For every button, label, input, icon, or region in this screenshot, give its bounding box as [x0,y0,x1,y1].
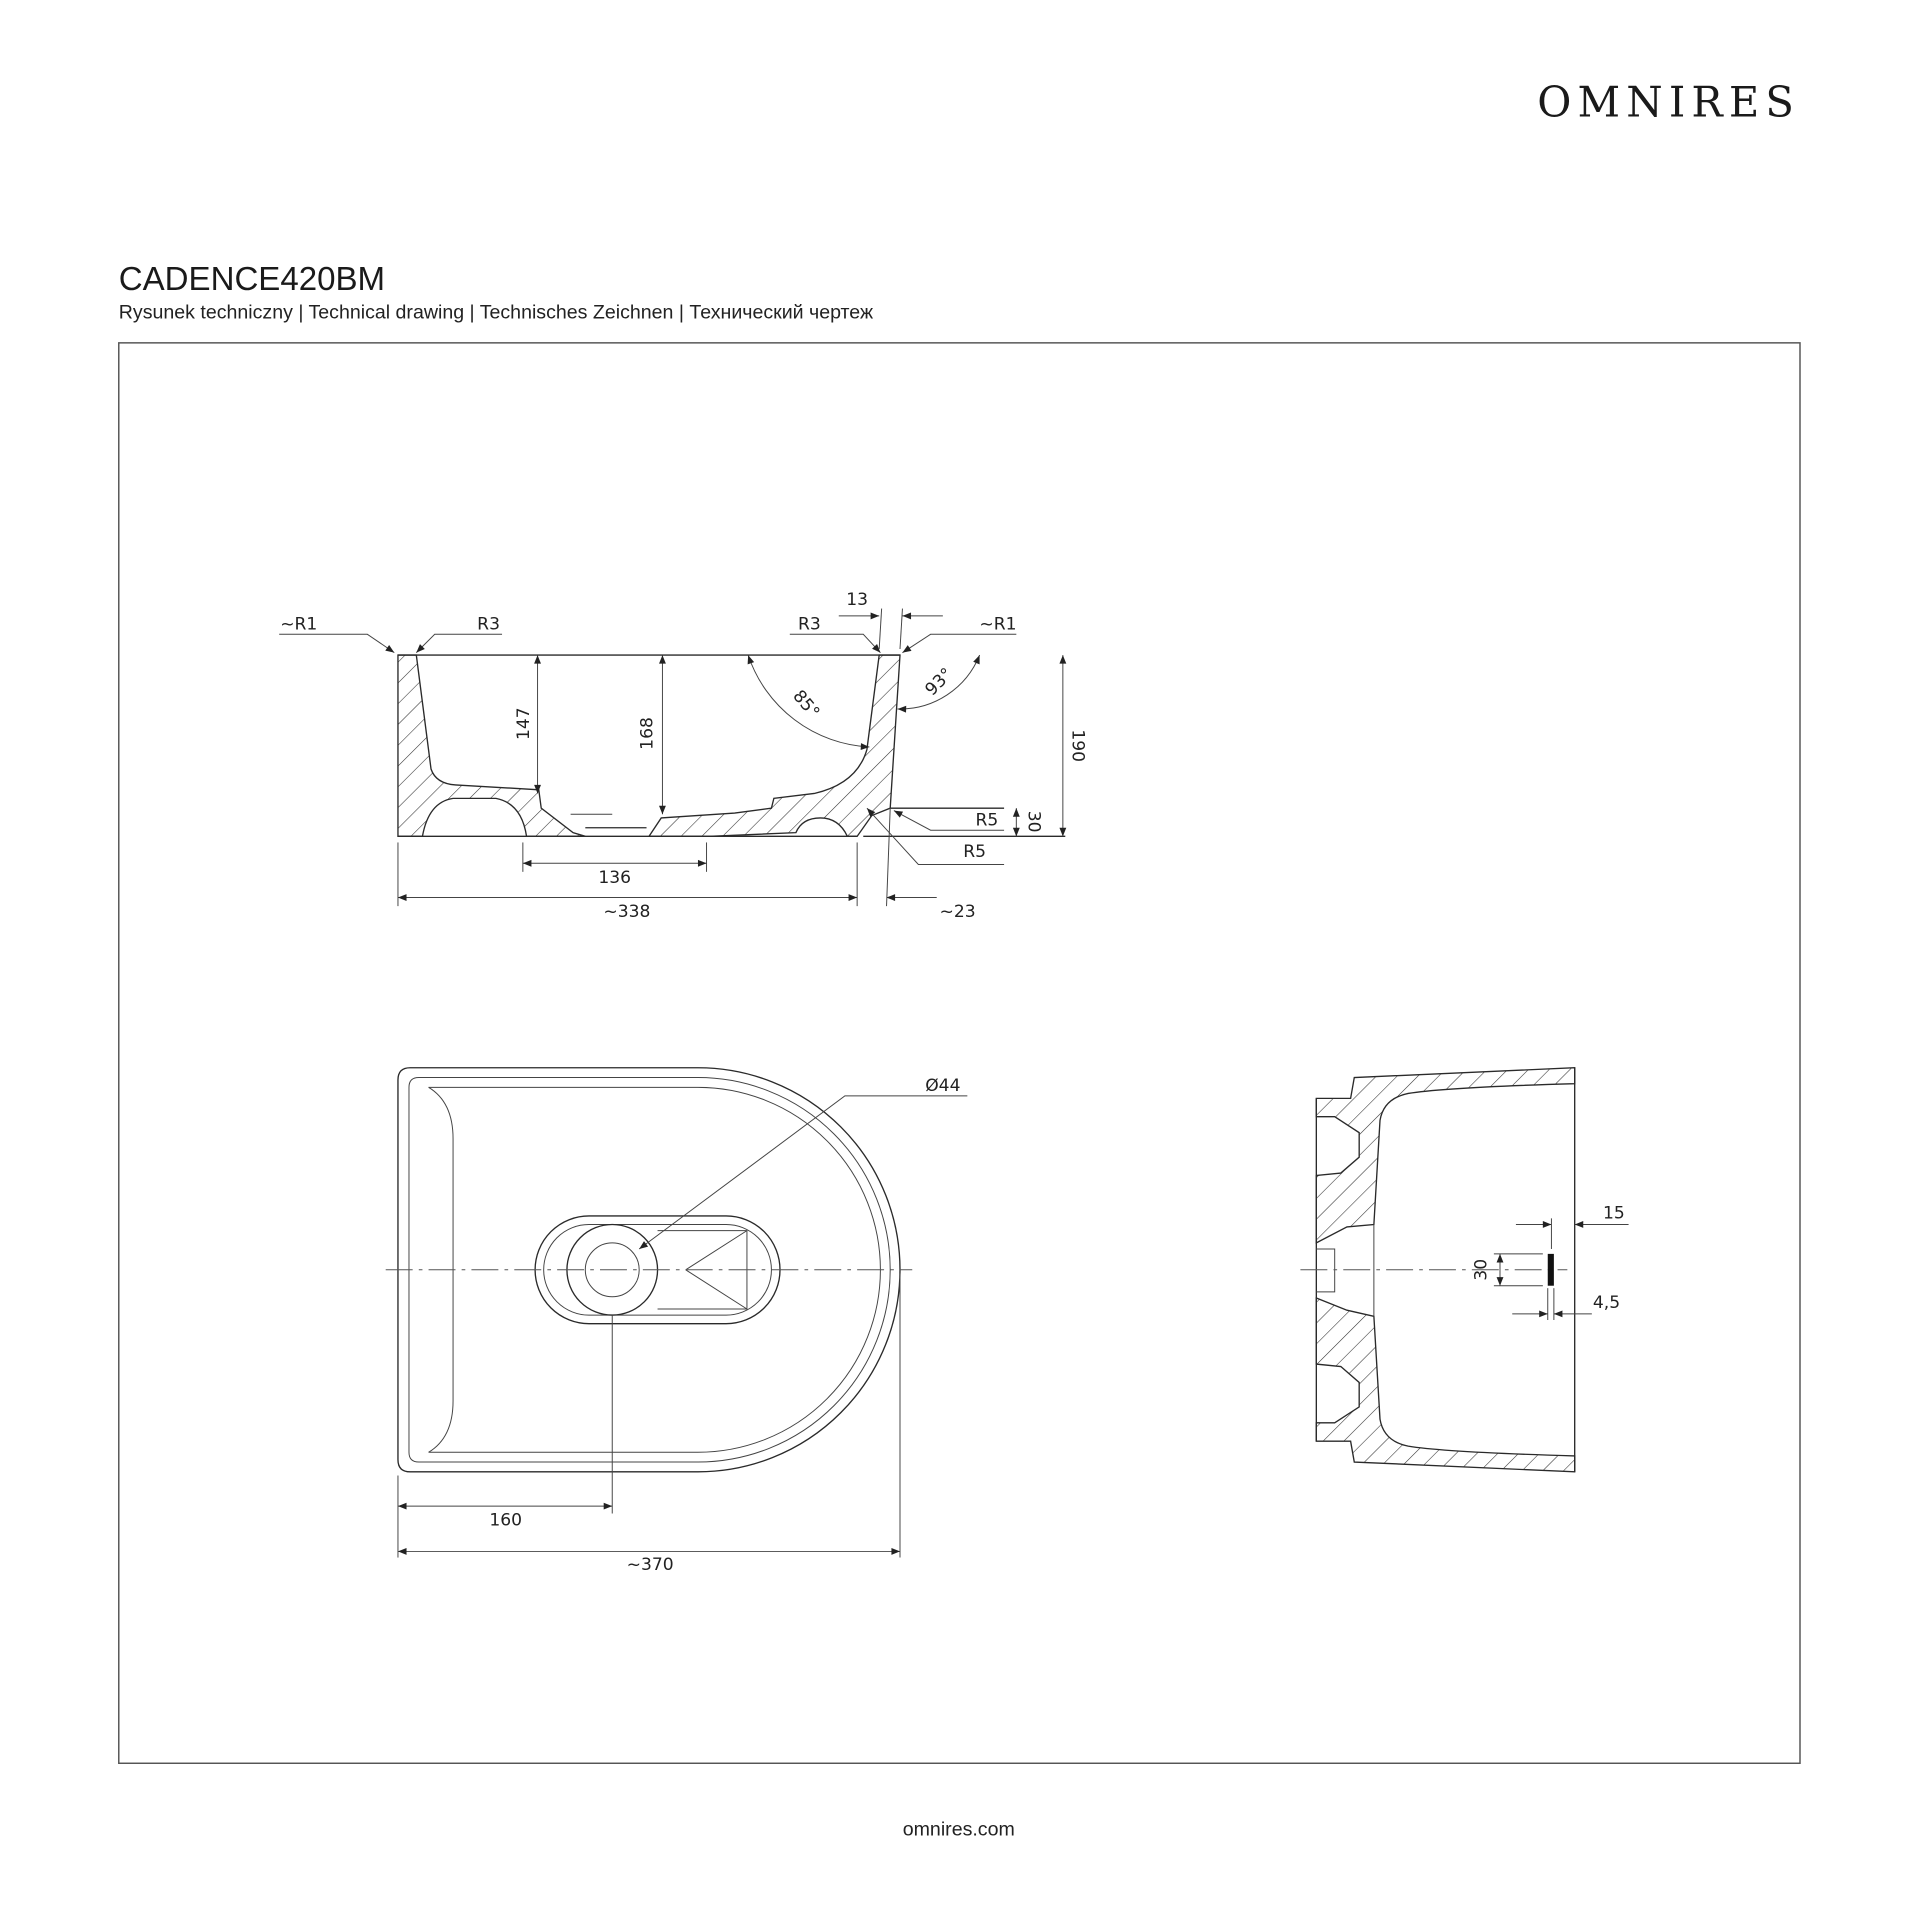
drawing-subtitle: Rysunek techniczny | Technical drawing |… [119,301,874,323]
dimension-label: 160 [489,1511,522,1531]
plan-view: Ø44 160 ~370 [385,1067,968,1575]
radius-label: R3 [798,614,821,634]
radius-label: R3 [477,614,500,634]
side-view: 15 30 4,5 [1300,1067,1629,1473]
dimension-label: 15 [1603,1203,1625,1223]
angle-label: 85° [788,686,823,722]
dimension-label: ~338 [603,902,650,922]
dimension-label: 30 [1024,811,1044,833]
dimension-label: 168 [638,717,658,750]
dimension-label: 147 [514,707,534,740]
drawing-frame [118,342,1801,1764]
dimension-label: 30 [1472,1259,1492,1281]
overflow-slot [1547,1253,1554,1286]
dimension-label: 13 [846,590,868,610]
radius-label: ~R1 [280,614,317,634]
brand-logo: OMNIRES [1537,77,1800,126]
dimension-label: 4,5 [1593,1293,1620,1313]
section-view: ~R1 R3 R3 ~R1 13 147 168 190 30 85° 93° … [279,590,1088,922]
dimension-label: 190 [1068,729,1088,762]
website-link[interactable]: omnires.com [903,1819,1015,1841]
angle-label: 93° [922,664,958,700]
dimension-label: ~370 [627,1555,674,1575]
radius-label: R5 [976,810,999,830]
dimension-label: ~23 [939,902,975,922]
radius-label: R5 [963,842,986,862]
radius-label: ~R1 [979,614,1016,634]
dimension-label: 136 [598,868,631,888]
diameter-label: Ø44 [925,1076,960,1096]
product-title: CADENCE420BM [119,261,385,298]
